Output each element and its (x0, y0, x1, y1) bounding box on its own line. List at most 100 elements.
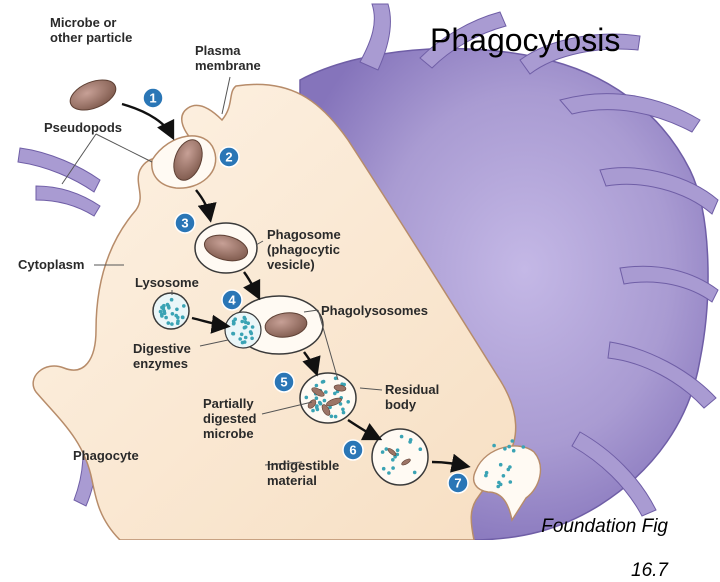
residual-fragments (387, 448, 411, 466)
microbe-particle (69, 79, 117, 111)
enzyme-dot (240, 319, 244, 324)
enzyme-dot (250, 336, 254, 341)
figure-caption: Foundation Fig 16.7 (515, 494, 668, 582)
enzyme-dot (380, 450, 385, 454)
enzyme-dot (508, 465, 512, 469)
step-badge-4: 4 (221, 289, 243, 311)
label-pseudopods: Pseudopods (44, 120, 123, 135)
label-phagocyte: Phagocyte (73, 448, 139, 463)
enzyme-dot (158, 309, 163, 314)
enzyme-dot (238, 337, 242, 341)
enzyme-dot (391, 458, 395, 462)
phagocytosis-diagram: 1 2 3 4 5 6 7 (17, 3, 719, 540)
pseudopod-arm (607, 341, 717, 409)
enzyme-dot (324, 390, 328, 394)
enzyme-dot (399, 434, 404, 439)
label-residual-body: Residual body (385, 382, 440, 412)
enzyme-dot (507, 444, 512, 449)
enzyme-dot (232, 321, 236, 325)
caption-line-1: Foundation Fig (541, 516, 668, 537)
enzyme-dot (242, 315, 247, 320)
enzyme-dot (333, 391, 337, 396)
label-digestive-enzymes: Digestive enzymes (133, 341, 191, 371)
microbe-fragments (307, 384, 347, 416)
residual-enzymes (380, 434, 423, 475)
enzyme-dot (314, 383, 319, 388)
enzyme-dot (164, 315, 168, 320)
step-badge-5: 5 (273, 371, 295, 393)
label-microbe: Microbe or other particle (50, 15, 133, 45)
step-number: 1 (149, 91, 156, 106)
enzyme-dot (381, 466, 386, 471)
enzyme-dot (162, 303, 166, 308)
exocytosis-pocket (472, 445, 542, 522)
label-indigestible: Indigestible material (267, 458, 340, 488)
step-number: 3 (181, 216, 188, 231)
enzyme-dot (181, 315, 185, 320)
enzyme-dot (249, 331, 254, 336)
enzyme-dot (391, 466, 395, 470)
pseudopod-arm (571, 431, 657, 517)
enzyme-dot (484, 473, 488, 478)
step-number: 5 (280, 375, 287, 390)
enzyme-dot (322, 398, 327, 403)
step-number: 6 (349, 443, 356, 458)
process-arrows (121, 102, 471, 473)
microbe-in-phagosome (203, 234, 249, 262)
enzyme-dot (160, 314, 164, 318)
enzyme-dot (240, 340, 245, 345)
released-material (484, 439, 526, 489)
enzyme-dot (315, 404, 319, 408)
enzyme-dot (333, 414, 338, 419)
enzyme-dot (511, 448, 516, 453)
step-badge-2: 2 (218, 146, 240, 168)
enzyme-dot (304, 395, 309, 400)
step-badges: 1 2 3 4 5 6 7 (142, 87, 469, 494)
enzyme-dot (341, 410, 346, 415)
microbe-engulfing (173, 139, 203, 181)
label-lysosome: Lysosome (135, 275, 199, 290)
pseudopod-arm (599, 167, 719, 215)
enzyme-dot (165, 302, 170, 307)
page-title: Phagocytosis (430, 22, 621, 58)
enzyme-dot (492, 443, 496, 448)
label-plasma-membrane: Plasma membrane (195, 43, 261, 73)
enzyme-dot (176, 319, 180, 323)
pseudopod-arm (17, 147, 101, 193)
enzyme-dot (395, 452, 400, 457)
enzyme-dot (498, 462, 503, 467)
enzyme-dot (503, 447, 507, 451)
enzyme-dot (384, 447, 389, 451)
enzyme-dot (496, 484, 501, 489)
enzyme-dot (162, 310, 167, 315)
enzyme-dot (250, 325, 255, 329)
enzyme-dot (246, 321, 250, 326)
enzyme-dot (521, 445, 526, 449)
enzyme-dot (395, 448, 400, 453)
fusing-enzymes (231, 315, 255, 345)
pseudopod-arm (359, 3, 391, 71)
label-phagosome: Phagosome (phagocytic vesicle) (267, 227, 341, 272)
enzyme-dot (501, 474, 506, 478)
pseudopod-arm (559, 93, 701, 133)
lysosome-enzymes (158, 297, 186, 326)
enzyme-dot (497, 480, 501, 485)
step-number: 7 (454, 476, 461, 491)
step-badge-3: 3 (174, 212, 196, 234)
step-number: 4 (228, 293, 236, 308)
label-phagolysosomes: Phagolysosomes (321, 303, 428, 318)
pseudopod-arm (419, 11, 507, 69)
enzyme-dot (387, 471, 391, 475)
leader-lines (61, 76, 383, 466)
enzyme-dot (408, 438, 413, 442)
enzyme-dot (329, 414, 334, 419)
step-badge-1: 1 (142, 87, 164, 109)
enzyme-dot (243, 335, 248, 340)
label-partially-digested: Partially digested microbe (203, 396, 257, 441)
enzyme-dot (418, 447, 423, 452)
pseudopod-arm (35, 185, 101, 217)
enzyme-dot (170, 312, 175, 316)
enzyme-dot (243, 325, 248, 329)
enzyme-dot (508, 480, 513, 484)
enzyme-dot (314, 396, 319, 401)
